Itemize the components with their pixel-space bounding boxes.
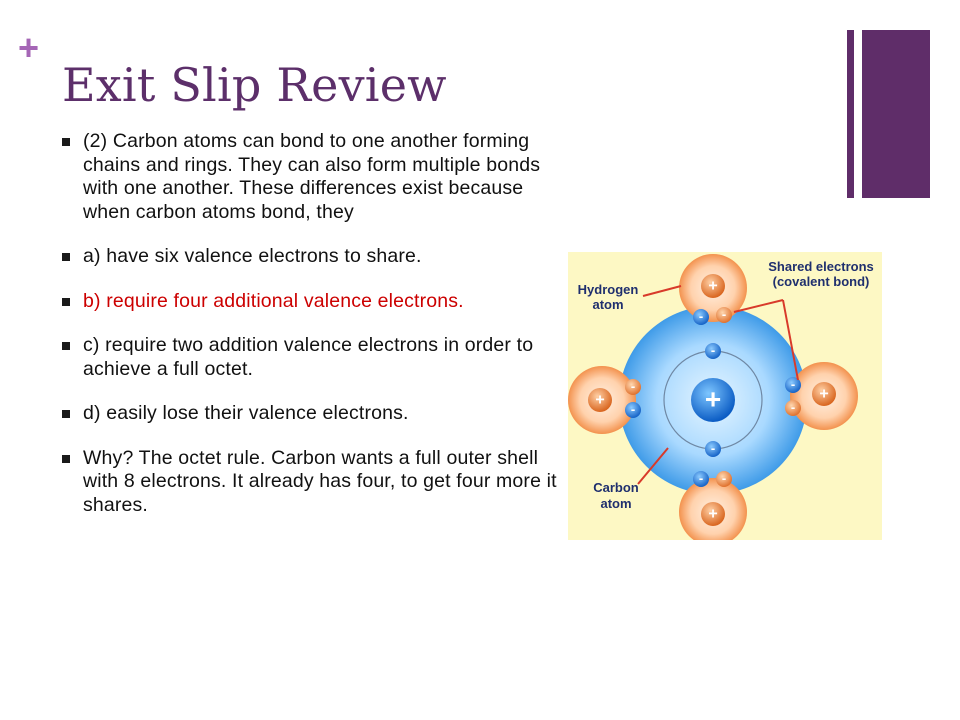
square-bullet-icon [62,253,70,261]
svg-text:-: - [699,309,703,324]
square-bullet-icon [62,297,70,306]
bullet-option-b-answer: b) require four additional valence elect… [62,290,562,314]
bullet-text: a) have six valence electrons to share. [83,245,422,267]
label-hydrogen-atom: Hydrogen atom [578,282,639,312]
svg-text:atom: atom [600,496,631,511]
svg-text:+: + [705,384,721,415]
label-shared-electrons: Shared electrons (covalent bond) [768,259,874,289]
svg-text:(covalent bond): (covalent bond) [773,274,870,289]
hydrogen-atom-top: + [679,254,747,322]
square-bullet-icon [62,138,70,146]
inner-electron-top: - [705,343,721,359]
svg-text:+: + [708,278,717,295]
bullet-text: (2) Carbon atoms can bond to one another… [83,130,541,223]
leader-lines [637,285,799,485]
slide-title: Exit Slip Review [62,58,447,112]
bullet-list: (2) Carbon atoms can bond to one another… [62,130,562,538]
bullet-option-d: d) easily lose their valence electrons. [62,402,562,426]
bullet-text: d) easily lose their valence electrons. [83,402,409,424]
bullet-question: (2) Carbon atoms can bond to one another… [62,130,562,224]
inner-electron-bottom: - [705,441,721,457]
shared-electron-pair-bottom: - - [693,471,732,487]
square-bullet-icon [62,454,70,463]
svg-text:-: - [791,377,795,392]
accent-bar-thick [862,30,930,198]
square-bullet-icon [62,410,70,418]
carbon-nucleus: + [691,378,735,422]
hydrogen-atom-right: + [790,362,858,430]
bullet-option-a: a) have six valence electrons to share. [62,245,562,269]
hydrogen-atom-bottom: + [679,478,747,540]
bullet-option-c: c) require two addition valence electron… [62,334,562,381]
hydrogen-atom-left: + [568,366,636,434]
svg-text:-: - [631,379,635,394]
svg-text:+: + [708,506,717,523]
svg-text:-: - [722,471,726,486]
svg-text:-: - [722,307,726,322]
bullet-explanation: Why? The octet rule. Carbon wants a full… [62,447,562,518]
svg-text:Shared electrons: Shared electrons [768,259,874,274]
plus-mark: + [18,27,40,68]
label-carbon-atom: Carbon atom [593,480,639,511]
accent-bar-thin [847,30,854,198]
svg-text:atom: atom [592,297,623,312]
methane-bond-diagram: + + + + + - - - [568,252,882,540]
shared-electron-pair-right: - - [785,377,801,416]
square-bullet-icon [62,342,70,350]
svg-text:-: - [699,471,703,486]
bullet-text: Why? The octet rule. Carbon wants a full… [83,446,557,516]
svg-text:Hydrogen: Hydrogen [578,282,639,297]
bullet-text: c) require two addition valence electron… [83,334,534,380]
svg-text:Carbon: Carbon [593,480,639,495]
bullet-text: b) require four additional valence elect… [83,289,464,312]
svg-text:-: - [711,441,715,456]
svg-text:-: - [711,343,715,358]
svg-text:-: - [631,402,635,417]
shared-electron-pair-top: - - [693,307,732,325]
svg-text:+: + [819,386,828,403]
svg-text:-: - [791,400,795,415]
svg-text:+: + [595,392,604,409]
shared-electron-pair-left: - - [625,379,641,418]
